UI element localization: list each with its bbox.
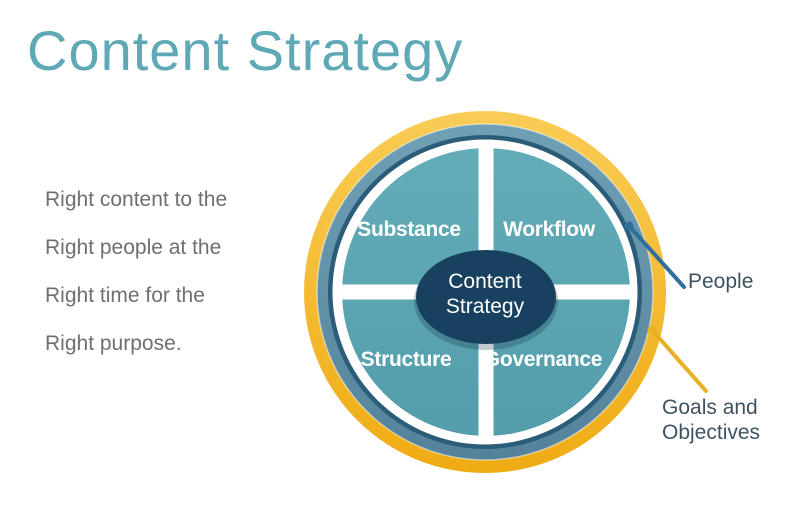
goals-callout-line [650,328,708,393]
center-label-line1: Content [448,270,522,293]
quadrant-label-workflow: Workflow [503,218,596,241]
goals-callout-label-line2: Objectives [662,421,760,444]
center-label-line2: Strategy [446,295,525,318]
intro-line: Right people at the [45,236,222,259]
intro-line: Right purpose. [45,332,182,355]
people-callout-label: People [688,270,753,293]
goals-callout-label-line1: Goals and [662,396,758,419]
intro-line: Right content to the [45,188,228,211]
page-title: Content Strategy [27,19,464,82]
people-callout-line [627,224,686,289]
quadrant-label-structure: Structure [361,348,452,371]
intro-text: Right content to the Right people at the… [45,176,227,368]
quadrant-label-substance: Substance [357,218,461,241]
quadrant-label-governance: Governance [484,348,602,371]
intro-line: Right time for the [45,284,205,307]
center-ellipse [416,250,556,344]
